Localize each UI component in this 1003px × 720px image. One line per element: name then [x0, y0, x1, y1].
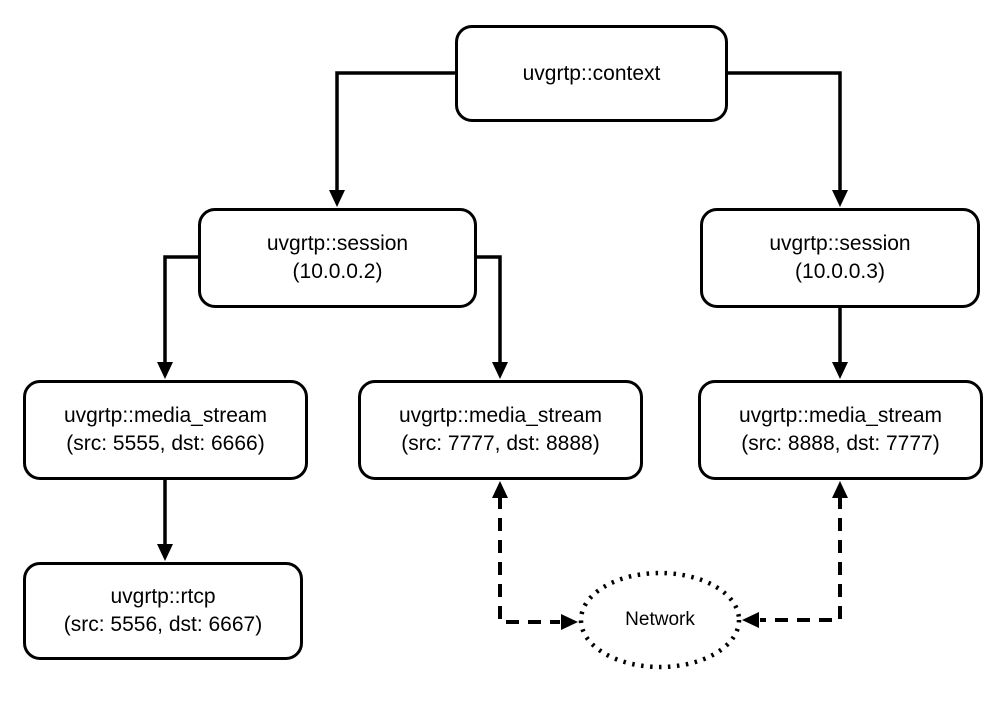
node-media-stream-middle-label: uvgrtp::media_stream	[398, 404, 603, 427]
connector-media-stream-middle-to-network	[498, 496, 560, 624]
connector-context-to-session-left	[335, 71, 455, 193]
node-rtcp-label: uvgrtp::rtcp	[110, 585, 216, 608]
arrowhead-left-icon	[742, 612, 759, 628]
node-session-right: uvgrtp::session (10.0.0.3)	[700, 208, 980, 308]
node-session-left-sublabel: (10.0.0.2)	[292, 260, 383, 283]
arrowhead-right-icon	[561, 614, 578, 630]
node-media-stream-right-label: uvgrtp::media_stream	[738, 404, 943, 427]
node-session-left-label: uvgrtp::session	[266, 232, 409, 255]
arrowhead-down-icon	[157, 362, 173, 379]
arrowhead-up-icon	[832, 481, 848, 498]
node-media-stream-left: uvgrtp::media_stream (src: 5555, dst: 66…	[23, 380, 308, 480]
node-media-stream-right-sublabel: (src: 8888, dst: 7777)	[741, 432, 940, 455]
node-session-left: uvgrtp::session (10.0.0.2)	[198, 208, 477, 308]
node-media-stream-left-label: uvgrtp::media_stream	[63, 404, 268, 427]
node-context-label: uvgrtp::context	[522, 61, 661, 85]
arrowhead-down-icon	[832, 190, 848, 207]
node-context: uvgrtp::context	[455, 25, 728, 122]
node-media-stream-right: uvgrtp::media_stream (src: 8888, dst: 77…	[698, 380, 983, 480]
node-network-label: Network	[625, 609, 695, 630]
node-media-stream-left-sublabel: (src: 5555, dst: 6666)	[66, 432, 265, 455]
node-media-stream-middle-sublabel: (src: 7777, dst: 8888)	[401, 432, 600, 455]
node-media-stream-middle: uvgrtp::media_stream (src: 7777, dst: 88…	[358, 380, 643, 480]
network-ellipse	[578, 570, 742, 670]
arrowhead-down-icon	[492, 362, 508, 379]
node-network: Network	[581, 573, 739, 667]
node-session-right-sublabel: (10.0.0.3)	[795, 260, 885, 283]
arrowhead-up-icon	[492, 481, 508, 498]
arrowhead-down-icon	[329, 190, 345, 207]
node-rtcp: uvgrtp::rtcp (src: 5556, dst: 6667)	[23, 562, 303, 660]
node-rtcp-sublabel: (src: 5556, dst: 6667)	[63, 613, 263, 636]
connector-session-left-to-media-stream-middle	[477, 255, 502, 365]
connector-context-to-session-right	[728, 71, 842, 193]
arrowhead-down-icon	[832, 362, 848, 379]
connector-session-left-to-media-stream-left	[163, 255, 198, 365]
node-session-right-label: uvgrtp::session	[769, 232, 911, 255]
connector-media-stream-right-to-network	[760, 496, 842, 622]
arrowhead-down-icon	[157, 544, 173, 561]
